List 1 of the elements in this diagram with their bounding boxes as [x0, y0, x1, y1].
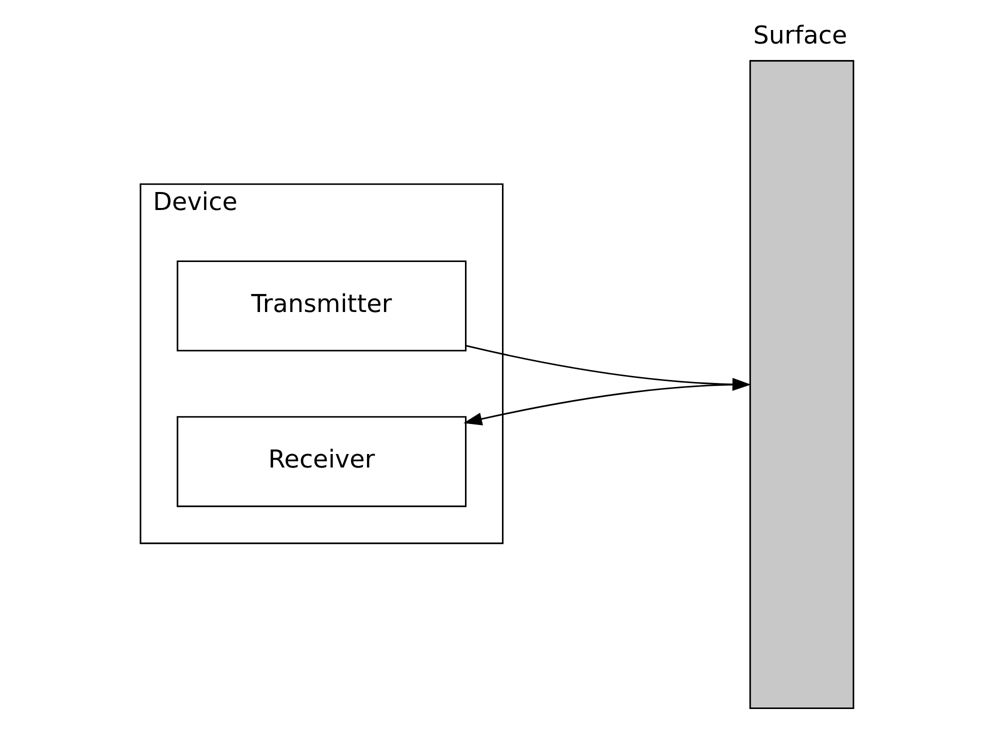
node-label: Surface	[753, 20, 848, 50]
